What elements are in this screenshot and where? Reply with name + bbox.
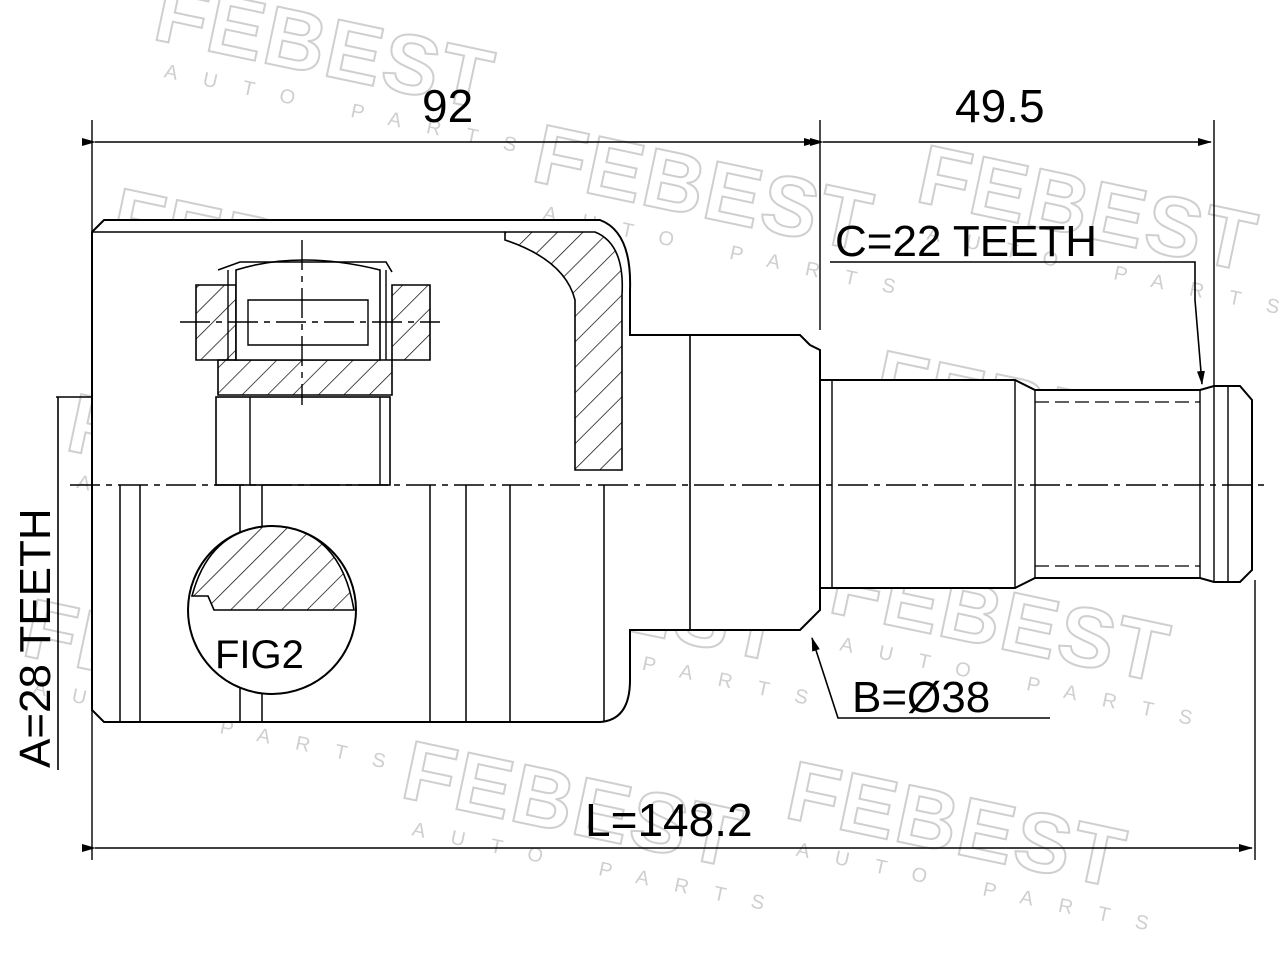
- spline-teeth-c-label: C=22 TEETH: [835, 217, 1097, 266]
- spline-teeth-a-label: A=28 TEETH: [11, 508, 60, 768]
- diameter-b-label: B=Ø38: [852, 673, 990, 722]
- leader-c: [830, 261, 1205, 385]
- dimension-49-5-label: 49.5: [955, 80, 1045, 132]
- detail-fig2-label: FIG2: [215, 633, 304, 677]
- total-length-label: L=148.2: [585, 794, 753, 846]
- center-lines: [70, 240, 1270, 486]
- detail-fig2: FIG2: [187, 525, 357, 695]
- output-shaft: [819, 379, 1253, 589]
- dimension-92-label: 92: [422, 80, 473, 132]
- leader-b: [811, 637, 1050, 719]
